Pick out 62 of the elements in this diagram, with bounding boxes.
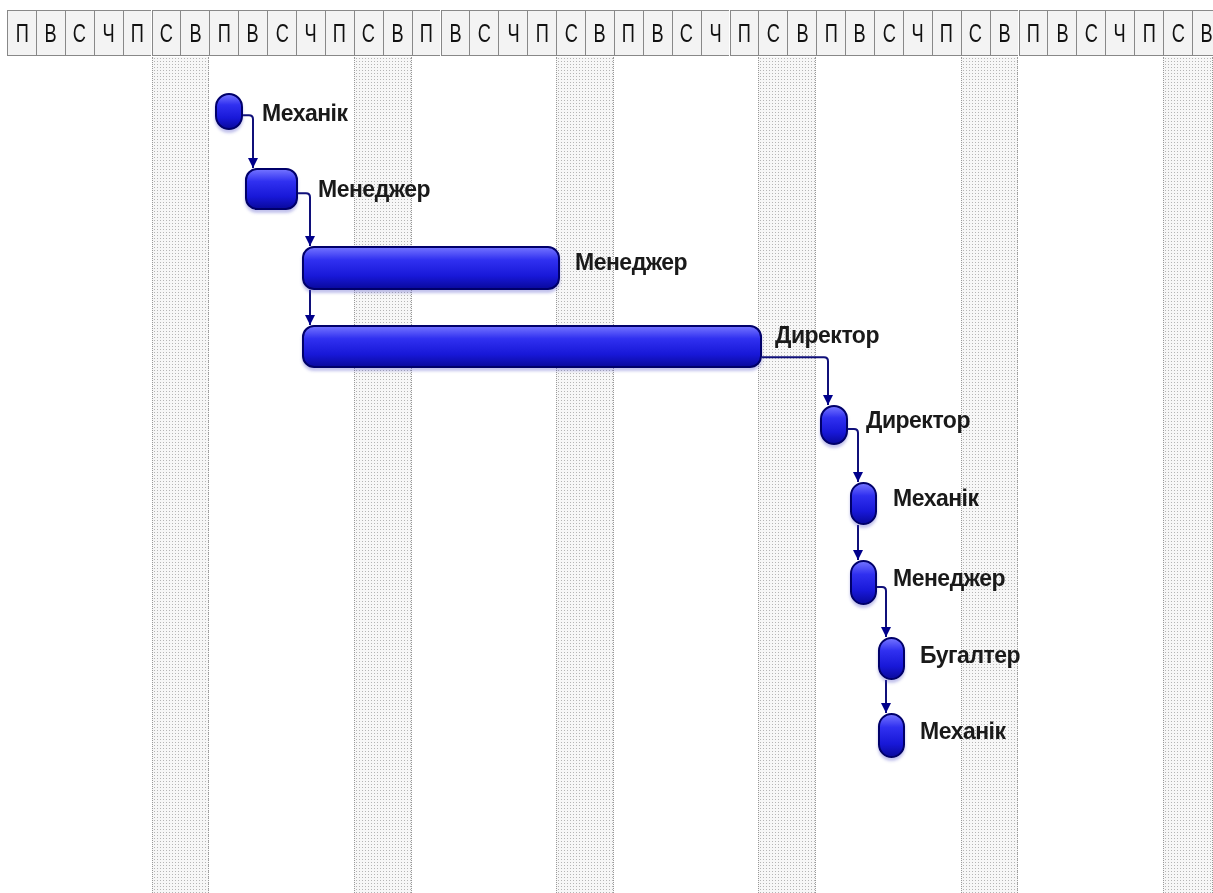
dependency-arrow [761,356,833,406]
day-header: В [845,10,874,56]
day-header: Ч [700,10,730,56]
day-header: П [411,10,441,56]
day-header: С [874,10,903,56]
day-header: П [729,10,759,56]
day-header: В [1191,10,1213,56]
day-header: С [1076,10,1106,56]
day-header: С [469,10,499,56]
day-header: В [382,10,412,56]
dependency-arrow [305,289,315,326]
task-bar [302,246,560,290]
task-bar [245,168,298,210]
dependency-arrow [297,192,315,247]
day-header: С [556,10,585,56]
day-header: С [353,10,383,56]
day-header: В [180,10,210,56]
day-header: Ч [1105,10,1135,56]
task-bar [302,325,762,368]
day-header: С [64,10,94,56]
day-header: П [1018,10,1048,56]
dependency-arrow [876,586,891,638]
resource-label: Директор [866,407,970,433]
resource-label: Бугалтер [920,642,1021,668]
dependency-arrow [242,114,258,169]
day-header: П [613,10,643,56]
day-header: С [267,10,296,56]
day-header: В [787,10,817,56]
day-header: В [1047,10,1077,56]
day-header: С [960,10,990,56]
day-header: П [324,10,354,56]
day-header: П [1134,10,1163,56]
resource-label: Менеджер [575,249,688,275]
day-header: П [816,10,846,56]
day-header: В [642,10,672,56]
day-header: В [989,10,1019,56]
resource-label: Механік [920,718,1006,744]
day-header: Ч [498,10,528,56]
day-header: В [35,10,65,56]
day-header: В [585,10,614,56]
day-header: П [527,10,557,56]
day-header: С [758,10,788,56]
resource-label: Менеджер [318,176,431,202]
day-header: П [931,10,961,56]
day-header: П [7,10,36,56]
day-header: П [209,10,239,56]
day-header: П [122,10,152,56]
day-header: С [1163,10,1192,56]
day-header: В [238,10,268,56]
dependency-arrow [853,524,863,561]
resource-label: Менеджер [893,565,1006,591]
resource-label: Механік [893,485,979,511]
day-header: Ч [296,10,325,56]
day-header: С [151,10,181,56]
day-header: Ч [93,10,123,56]
resource-label: Механік [262,100,348,126]
dependency-arrow [881,679,891,714]
resource-label: Директор [775,322,879,348]
day-header: Ч [902,10,932,56]
dependency-arrow [847,428,863,483]
day-header: С [671,10,701,56]
day-header: В [440,10,470,56]
